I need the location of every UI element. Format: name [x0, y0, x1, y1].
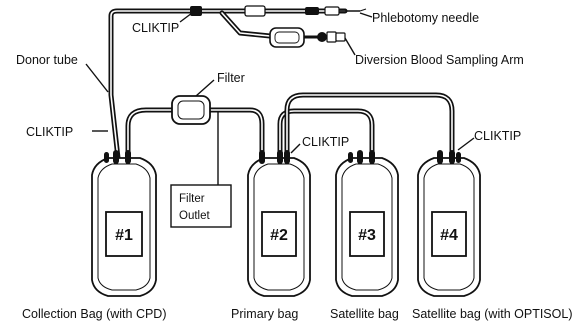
label-cliktip-right: CLIKTIP	[474, 129, 521, 143]
filter-outlet-line1: Filter	[179, 193, 205, 205]
bag-1: #1	[91, 150, 157, 297]
label-phlebotomy-needle: Phlebotomy needle	[372, 11, 479, 25]
filter-unit	[171, 95, 219, 185]
bag-1-number: #1	[115, 227, 133, 244]
label-donor-tube: Donor tube	[16, 53, 78, 67]
caption-bag-1: Collection Bag (with CPD)	[22, 307, 167, 321]
bag-3: #3	[335, 150, 399, 297]
label-diversion-arm: Diversion Blood Sampling Arm	[355, 53, 524, 67]
leader-lines	[85, 9, 475, 154]
bag-3-number: #3	[358, 227, 376, 244]
tube-bag1-to-filter	[125, 107, 175, 161]
filter-outlet-box: Filter Outlet	[170, 184, 232, 228]
bag-4: #4	[417, 150, 481, 297]
tubing	[108, 8, 455, 161]
caption-bag-3: Satellite bag	[330, 307, 399, 321]
label-cliktip-left: CLIKTIP	[26, 125, 73, 139]
caption-bag-4: Satellite bag (with OPTISOL)	[412, 307, 572, 321]
label-cliktip-top: CLIKTIP	[132, 21, 179, 35]
bag-4-number: #4	[440, 227, 458, 244]
bag-2-number: #2	[270, 227, 288, 244]
caption-bag-2: Primary bag	[231, 307, 298, 321]
cliktip-connector-top	[190, 6, 202, 16]
label-cliktip-middle: CLIKTIP	[302, 135, 349, 149]
phlebotomy-needle-assembly	[190, 5, 367, 17]
bag-2: #2	[247, 150, 311, 297]
label-filter: Filter	[217, 71, 245, 85]
filter-outlet-line2: Outlet	[179, 210, 210, 222]
diversion-sampling-arm	[269, 27, 346, 48]
